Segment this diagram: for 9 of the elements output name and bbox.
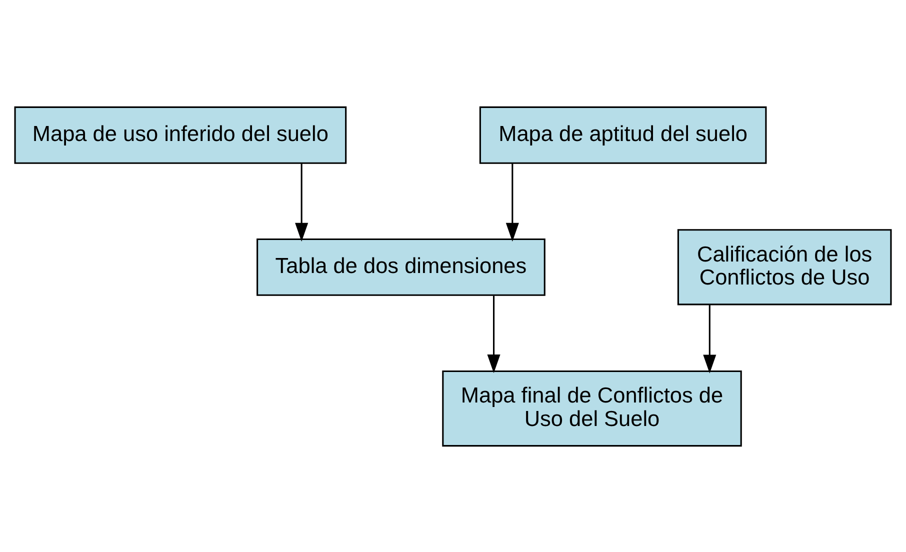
arrow [506,162,519,242]
arrow [295,162,308,242]
arrow [487,295,500,373]
node-box: Calificación de los Conflictos de Uso [677,228,892,305]
node-box: Mapa de uso inferido del suelo [14,106,347,164]
arrow [703,304,716,373]
node-box: Mapa final de Conflictos de Uso del Suelo [442,370,742,446]
node-box: Tabla de dos dimensiones [256,238,546,296]
node-box: Mapa de aptitud del suelo [479,106,767,164]
